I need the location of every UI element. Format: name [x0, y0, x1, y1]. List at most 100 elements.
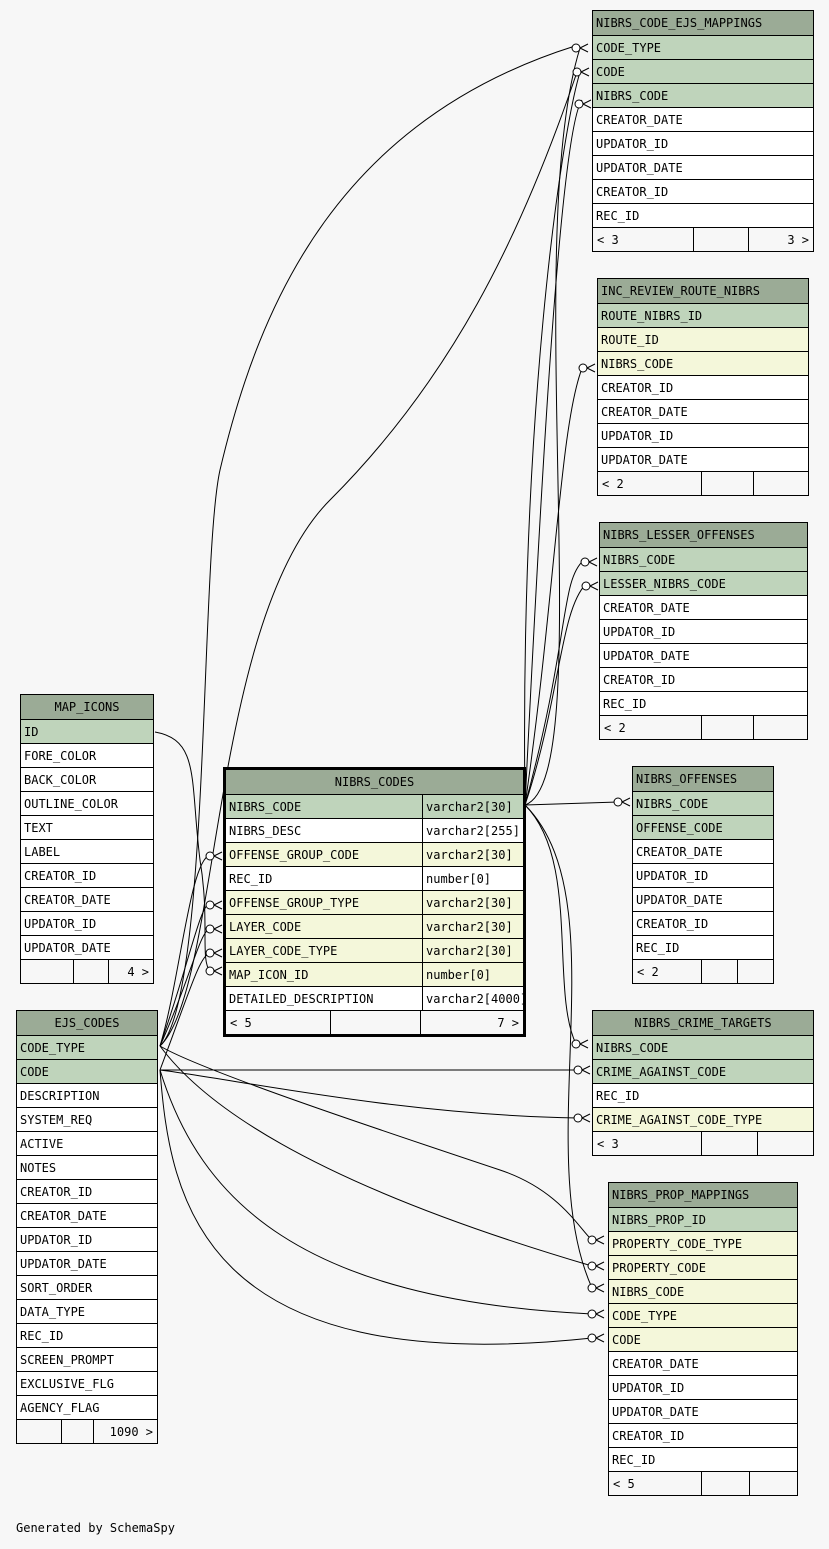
- optional-marker: [587, 1309, 597, 1319]
- column-row: NIBRS_CODE: [598, 351, 808, 375]
- table-title: NIBRS_LESSER_OFFENSES: [600, 523, 807, 547]
- optional-marker: [571, 43, 581, 53]
- column-name: ROUTE_ID: [601, 333, 659, 347]
- column-name: CREATOR_ID: [603, 673, 676, 687]
- child-count: 7 >: [420, 1011, 523, 1034]
- column-name: UPDATOR_ID: [612, 1381, 685, 1395]
- column-name: ROUTE_NIBRS_ID: [601, 309, 703, 323]
- column-name: NIBRS_CODE: [603, 553, 676, 567]
- parent-count: < 2: [637, 965, 659, 979]
- table-nibrs-lesser-offenses[interactable]: NIBRS_LESSER_OFFENSES NIBRS_CODE LESSER_NI…: [599, 522, 808, 740]
- column-row: DESCRIPTION: [17, 1083, 157, 1107]
- column-row: PROPERTY_CODE_TYPE: [609, 1231, 797, 1255]
- child-count: [749, 1472, 797, 1495]
- crows-foot-marker: [582, 99, 592, 109]
- relationship-line: [524, 583, 587, 806]
- column-name: REC_ID: [596, 209, 640, 223]
- column-name: AGENCY_FLAG: [20, 1401, 100, 1415]
- column-row: CREATOR_DATE: [633, 839, 773, 863]
- parent-count: < 5: [230, 1016, 252, 1030]
- column-name: SYSTEM_REQ: [20, 1113, 93, 1127]
- table-title: EJS_CODES: [17, 1011, 157, 1035]
- column-row: TEXT: [21, 815, 153, 839]
- column-row: CODE: [17, 1059, 157, 1083]
- column-name: SORT_ORDER: [20, 1281, 93, 1295]
- column-row: LESSER_NIBRS_CODE: [600, 571, 807, 595]
- table-title: NIBRS_OFFENSES: [633, 767, 773, 791]
- column-row: UPDATOR_ID: [21, 911, 153, 935]
- relationship-line: [159, 902, 211, 1047]
- column-name: REC_ID: [636, 941, 680, 955]
- column-name: CREATOR_ID: [20, 1185, 93, 1199]
- crows-foot-marker: [586, 363, 596, 373]
- row-count: [701, 960, 737, 983]
- crows-foot-marker: [595, 1333, 605, 1343]
- column-row: CODE_TYPE: [609, 1303, 797, 1327]
- table-title: MAP_ICONS: [21, 695, 153, 719]
- column-name: LAYER_CODE: [229, 920, 302, 934]
- column-row: CREATOR_ID: [17, 1179, 157, 1203]
- column-row: REC_ID: [609, 1447, 797, 1471]
- table-footer: < 2: [600, 715, 807, 739]
- column-type: number[0]: [422, 867, 523, 890]
- optional-marker: [572, 67, 582, 77]
- column-name: CODE: [596, 65, 625, 79]
- column-name: LABEL: [24, 845, 61, 859]
- column-row: CREATOR_ID: [609, 1423, 797, 1447]
- column-name: CREATOR_ID: [601, 381, 674, 395]
- column-name: CREATOR_ID: [24, 869, 97, 883]
- relationship-line: [159, 1069, 593, 1315]
- parent-count: < 3: [597, 233, 619, 247]
- column-name: CREATOR_DATE: [601, 405, 688, 419]
- column-row: NIBRS_CODE: [600, 547, 807, 571]
- column-row: AGENCY_FLAG: [17, 1395, 157, 1419]
- row-count: [693, 228, 748, 251]
- column-row: SYSTEM_REQ: [17, 1107, 157, 1131]
- relationship-line: [159, 71, 578, 1047]
- crows-foot-marker: [213, 966, 223, 976]
- column-type: varchar2[30]: [422, 891, 523, 914]
- column-name: NIBRS_CODE: [601, 357, 674, 371]
- column-row: NIBRS_CODE: [609, 1279, 797, 1303]
- column-name: CODE_TYPE: [20, 1041, 86, 1055]
- column-row: SCREEN_PROMPT: [17, 1347, 157, 1371]
- column-name: CREATOR_ID: [596, 185, 669, 199]
- column-name: NOTES: [20, 1161, 57, 1175]
- column-row: UPDATOR_DATE: [598, 447, 808, 471]
- column-row: REC_ID: [600, 691, 807, 715]
- optional-marker: [573, 1113, 583, 1123]
- crows-foot-marker: [595, 1309, 605, 1319]
- crows-foot-marker: [579, 1039, 589, 1049]
- column-name: REC_ID: [596, 1089, 640, 1103]
- relationship-line: [524, 559, 585, 806]
- column-row: CREATOR_ID: [598, 375, 808, 399]
- column-name: NIBRS_DESC: [229, 824, 302, 838]
- column-name: EXCLUSIVE_FLG: [20, 1377, 114, 1391]
- column-row: SORT_ORDER: [17, 1275, 157, 1299]
- relationship-line: [159, 854, 211, 1047]
- column-type: varchar2[30]: [422, 843, 523, 866]
- column-row: REC_ID: [633, 935, 773, 959]
- column-name: DETAILED_DESCRIPTION: [229, 992, 374, 1006]
- column-name: NIBRS_CODE: [229, 800, 302, 814]
- row-count: [61, 1420, 93, 1443]
- column-name: MAP_ICON_ID: [229, 968, 309, 982]
- column-row: CREATOR_DATE: [609, 1351, 797, 1375]
- crows-foot-marker: [580, 67, 590, 77]
- column-row: UPDATOR_ID: [593, 131, 813, 155]
- optional-marker: [587, 1235, 597, 1245]
- column-name: LESSER_NIBRS_CODE: [603, 577, 726, 591]
